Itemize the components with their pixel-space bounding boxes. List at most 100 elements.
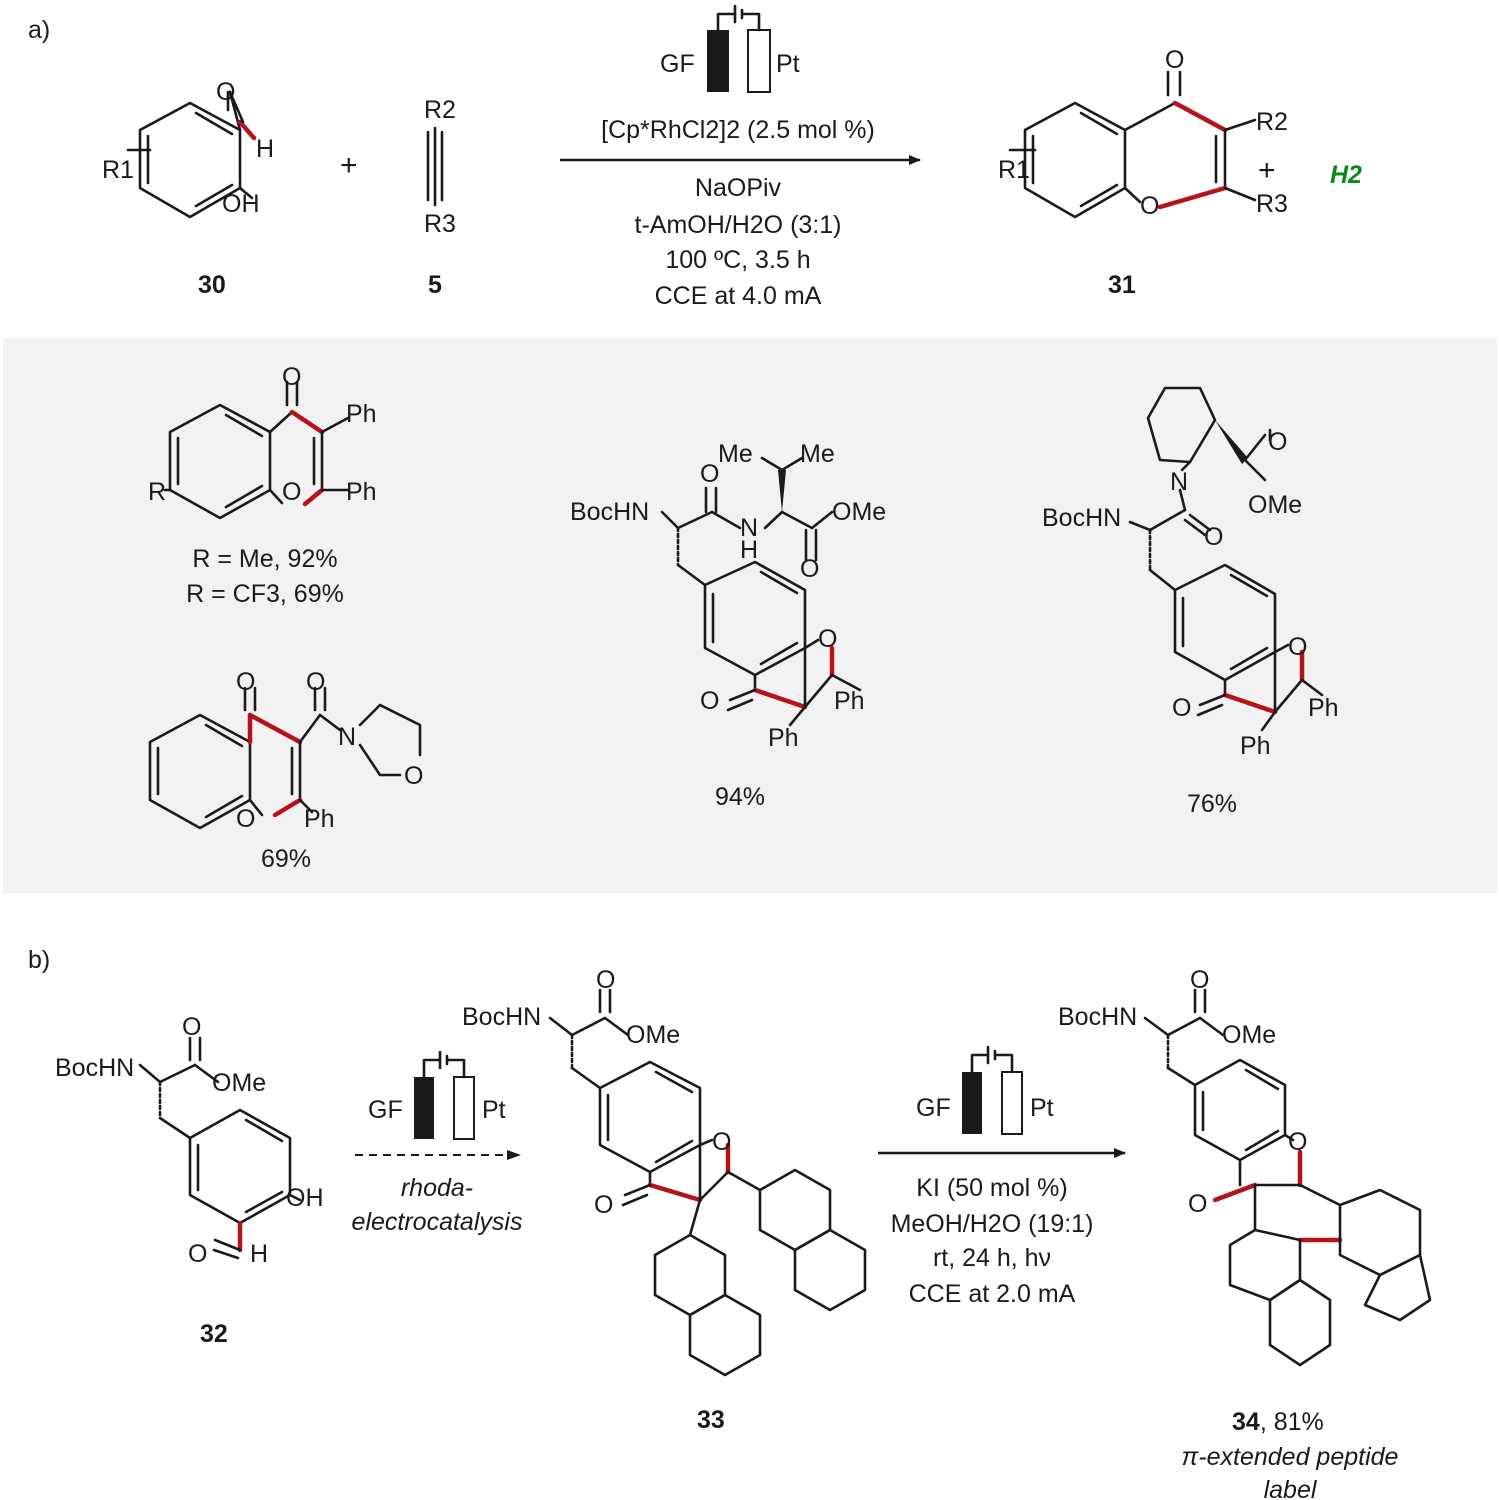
anode-label: GF <box>916 1094 951 1122</box>
atom-BocHN: BocHN <box>570 498 649 526</box>
atom-OMe: OMe <box>626 1021 680 1049</box>
atom-O: O <box>282 478 301 506</box>
compound-32-structure <box>138 1036 302 1260</box>
atom-O: O <box>1288 633 1307 661</box>
plus-sign: + <box>340 149 358 182</box>
atom-O: O <box>818 625 837 653</box>
atom-O: O <box>800 555 819 583</box>
atom-O: O <box>188 1240 207 1268</box>
atom-BocHN: BocHN <box>1042 504 1121 532</box>
time-text: rt, 24 h, hν <box>933 1244 1051 1272</box>
electrochemical-cell-b2 <box>962 1045 1023 1135</box>
atom-R2: R2 <box>1256 108 1288 136</box>
atom-Ph: Ph <box>346 400 377 428</box>
compound-number-34: 34 <box>1232 1408 1260 1436</box>
atom-O: O <box>282 363 301 391</box>
atom-N: N <box>1170 468 1188 496</box>
yield-compound-3: 94% <box>715 783 765 811</box>
compound-number-33: 33 <box>697 1406 725 1434</box>
panel-b-label: b) <box>28 946 50 974</box>
atom-O: O <box>216 78 235 106</box>
atom-Ph: Ph <box>1308 694 1339 722</box>
atom-Me: Me <box>718 440 753 468</box>
scope-compound-3-structure <box>660 456 862 727</box>
compound-number-5: 5 <box>428 271 442 299</box>
atom-OMe: OMe <box>1248 491 1302 519</box>
atom-BocHN: BocHN <box>462 1003 541 1031</box>
compound-34-caption: 34, 81% <box>1232 1408 1324 1436</box>
solvent-text: MeOH/H2O (19:1) <box>891 1210 1094 1238</box>
step1-label-line2: electrocatalysis <box>352 1208 523 1236</box>
atom-Ph: Ph <box>346 478 377 506</box>
compound-34-structure <box>1143 988 1432 1367</box>
atom-R3: R3 <box>1256 190 1288 218</box>
yield-r-me: R = Me, 92% <box>192 545 337 573</box>
yield-compound-4: 76% <box>1187 790 1237 818</box>
temperature-text: 100 ºC, 3.5 h <box>665 246 810 274</box>
atom-OH: OH <box>286 1184 324 1212</box>
scope-compound-4-structure <box>1128 386 1324 732</box>
hydrogen-byproduct: H2 <box>1330 161 1362 189</box>
cathode-label: Pt <box>776 50 800 78</box>
atom-OMe: OMe <box>1222 1021 1276 1049</box>
atom-O: O <box>700 460 719 488</box>
atom-N: N <box>338 723 356 751</box>
atom-O: O <box>1204 523 1223 551</box>
scope-compound-2-structure <box>148 686 422 830</box>
atom-R1: R1 <box>102 156 134 184</box>
atom-R3: R3 <box>424 210 456 238</box>
compound-33-structure <box>548 988 867 1377</box>
atom-Ph: Ph <box>1240 732 1271 760</box>
compound-30-structure <box>126 90 257 219</box>
atom-H: H <box>256 135 274 163</box>
atom-O: O <box>1268 428 1287 456</box>
atom-N: N <box>740 514 758 542</box>
panel-a-label: a) <box>28 16 50 44</box>
atom-O: O <box>1165 46 1184 74</box>
atom-Ph: Ph <box>768 724 799 752</box>
atom-OMe: OMe <box>832 498 886 526</box>
atom-O: O <box>1288 1128 1307 1156</box>
electrochemical-cell-b1 <box>414 1050 475 1140</box>
atom-OH: OH <box>222 190 260 218</box>
yield-compound-2: 69% <box>261 845 311 873</box>
atom-H: H <box>250 1240 268 1268</box>
atom-O: O <box>182 1013 201 1041</box>
atom-O: O <box>594 1191 613 1219</box>
atom-O: O <box>1172 694 1191 722</box>
atom-Me: Me <box>800 440 835 468</box>
current-text: CCE at 4.0 mA <box>655 282 822 310</box>
cathode-label: Pt <box>1030 1094 1054 1122</box>
atom-H: H <box>740 536 758 564</box>
scope-compound-1-structure <box>163 380 350 520</box>
atom-Ph: Ph <box>834 687 865 715</box>
compound-number-32: 32 <box>200 1320 228 1348</box>
plus-sign: + <box>1258 154 1276 187</box>
compound-number-31: 31 <box>1108 271 1136 299</box>
anode-label: GF <box>368 1096 403 1124</box>
atom-OMe: OMe <box>212 1069 266 1097</box>
compound-31-structure <box>1008 70 1257 219</box>
compound-number-30: 30 <box>198 271 226 299</box>
atom-O: O <box>306 668 325 696</box>
atom-O: O <box>404 762 423 790</box>
atom-R: R <box>148 478 166 506</box>
compound-5-structure <box>426 126 444 207</box>
atom-O: O <box>236 668 255 696</box>
atom-O: O <box>236 805 255 833</box>
catalyst-text: [Cp*RhCl2]2 (2.5 mol %) <box>601 116 875 144</box>
atom-BocHN: BocHN <box>55 1054 134 1082</box>
atom-BocHN: BocHN <box>1058 1003 1137 1031</box>
solvent-text: t-AmOH/H2O (3:1) <box>635 211 842 239</box>
atom-O: O <box>1188 1190 1207 1218</box>
caption-line-2: label <box>1264 1476 1318 1500</box>
current-text: CCE at 2.0 mA <box>909 1280 1076 1308</box>
yield-compound-34: , 81% <box>1260 1408 1324 1436</box>
atom-O: O <box>596 966 615 994</box>
base-text: NaOPiv <box>695 174 782 202</box>
atom-R2: R2 <box>424 96 456 124</box>
cathode-label: Pt <box>482 1096 506 1124</box>
atom-Ph: Ph <box>304 805 335 833</box>
atom-O: O <box>712 1128 731 1156</box>
